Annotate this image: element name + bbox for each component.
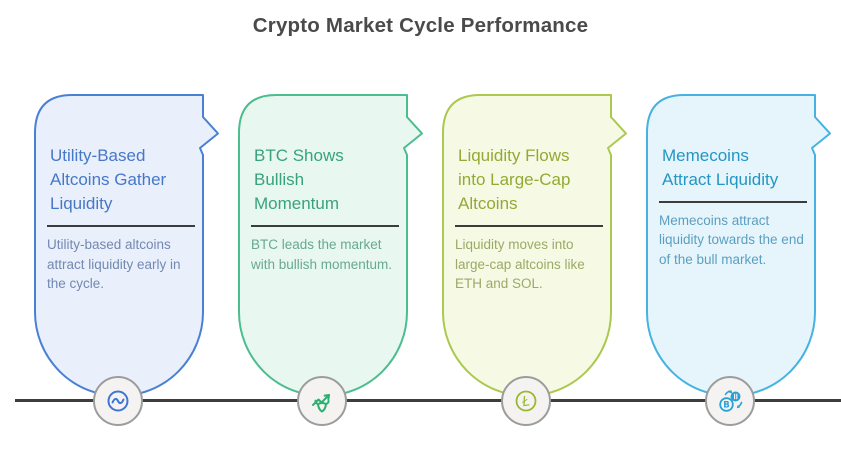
card-heading: Liquidity Flows into Large-Cap Altcoins: [458, 146, 571, 214]
card-divider: [659, 201, 807, 204]
coin-exchange-icon: B: [705, 376, 755, 426]
card-content: Memecoins Attract Liquidity Memecoins at…: [659, 144, 817, 269]
litecoin-icon: Ł: [501, 376, 551, 426]
page-title: Crypto Market Cycle Performance: [252, 14, 589, 37]
step-card-large-cap-altcoins: Liquidity Flows into Large-Cap Altcoins …: [442, 94, 640, 434]
timeline-line: [15, 399, 841, 402]
step-card-utility-altcoins: Utility-Based Altcoins Gather Liquidity …: [34, 94, 232, 434]
svg-text:Ł: Ł: [520, 393, 531, 410]
card-heading: Memecoins Attract Liquidity: [662, 146, 779, 190]
card-divider: [455, 225, 603, 228]
bull-trend-icon: [297, 376, 347, 426]
svg-text:B: B: [723, 401, 729, 411]
sync-circle-icon: [93, 376, 143, 426]
card-body: Utility-based altcoins attract liquidity…: [47, 237, 181, 291]
card-content: Liquidity Flows into Large-Cap Altcoins …: [455, 144, 613, 293]
card-divider: [251, 225, 399, 228]
card-body: Memecoins attract liquidity towards the …: [659, 213, 804, 267]
step-card-btc-momentum: BTC Shows Bullish Momentum BTC leads the…: [238, 94, 436, 434]
card-content: Utility-Based Altcoins Gather Liquidity …: [47, 144, 205, 293]
card-content: BTC Shows Bullish Momentum BTC leads the…: [251, 144, 409, 274]
card-body: BTC leads the market with bullish moment…: [251, 237, 393, 272]
card-heading: BTC Shows Bullish Momentum: [254, 146, 344, 214]
card-divider: [47, 225, 195, 228]
card-body: Liquidity moves into large-cap altcoins …: [455, 237, 585, 291]
step-card-memecoins: Memecoins Attract Liquidity Memecoins at…: [646, 94, 841, 434]
card-heading: Utility-Based Altcoins Gather Liquidity: [50, 146, 167, 214]
